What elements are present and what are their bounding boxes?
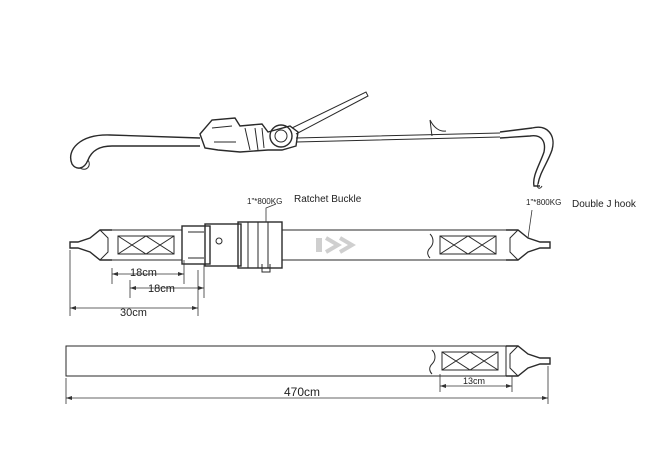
strap-tail [429, 119, 447, 137]
dimension-18cm-a [111, 260, 185, 284]
hook-rating-label: 1"*800KG [526, 198, 561, 207]
plain-strap [65, 345, 507, 377]
dimension-30cm [69, 250, 199, 316]
strap-main [290, 229, 506, 261]
ratchet-buckle-top [181, 221, 290, 273]
dimension-470cm [65, 366, 549, 404]
dimension-18cm-b [129, 264, 205, 298]
dim-13cm-label: 13cm [463, 376, 485, 386]
bottom-hook-top [506, 345, 551, 377]
side-view-assembly [70, 91, 554, 189]
right-j-hook [499, 126, 554, 189]
dim-470cm-label: 470cm [284, 385, 320, 399]
double-j-hook-label: Double J hook [572, 199, 637, 210]
stitch-right [427, 233, 497, 259]
ratchet-buckle-label: Ratchet Buckle [294, 194, 362, 205]
dim-18cm-a-label: 18cm [130, 267, 157, 279]
ratchet-callout-leader [265, 203, 277, 222]
left-hook-top [69, 229, 112, 261]
top-view-ratchet-assembly [69, 203, 551, 316]
dimension-13cm [439, 374, 513, 392]
ratchet-buckle-side [199, 91, 369, 153]
dim-30cm-label: 30cm [120, 307, 147, 319]
stitch-left [117, 235, 175, 255]
right-hook-top [506, 229, 551, 261]
stitch-bottom [429, 349, 499, 375]
top-view-strap-hook [65, 345, 551, 404]
ratchet-rating-label: 1"*800KG [247, 197, 282, 206]
hook-callout-leader [527, 209, 533, 239]
dim-18cm-b-label: 18cm [148, 283, 175, 295]
strap-side [295, 132, 501, 143]
left-j-hook [70, 134, 201, 170]
strap-left [112, 229, 182, 261]
watermark-logo [316, 236, 356, 254]
